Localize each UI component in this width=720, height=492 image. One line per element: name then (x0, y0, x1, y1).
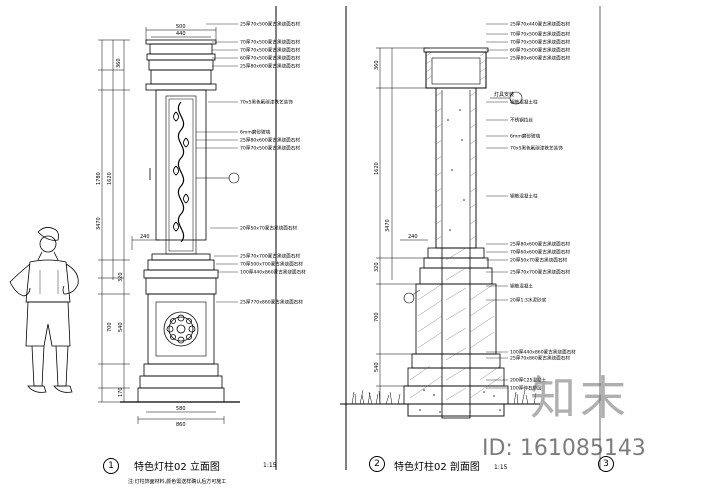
section-note: 25厚70x860蒙古黑烧面石材 (510, 355, 570, 362)
section-note: 25厚80x600蒙古黑烧面石材 (510, 55, 570, 62)
dim-label: 320 (374, 262, 380, 272)
human-scale-figure (9, 227, 79, 393)
elevation-note: 70厚500x700蒙古黑烧面石材 (240, 261, 303, 268)
section-note: 25厚80x600蒙古黑烧面石材 (510, 241, 570, 248)
elevation-title: 特色灯柱02 立面图 (134, 462, 220, 473)
dim-label: 540 (118, 322, 124, 332)
figure-number-1: 1 (103, 458, 119, 474)
dim-label: 500 (176, 24, 186, 30)
section-pillar (340, 47, 540, 419)
dim-label: 240 (408, 234, 418, 240)
dim-label: 440 (176, 31, 186, 37)
dim-label: 1780 (96, 172, 102, 185)
figure-number-3: 3 (598, 456, 614, 472)
dim-label: 700 (107, 322, 113, 332)
section-note: 100厚440x860蒙古黑烧面石材 (510, 349, 576, 356)
elevation-dimensions (98, 27, 225, 424)
elevation-note: 70厚70x500蒙古黑烧面石材 (240, 39, 300, 46)
section-dimensions (376, 47, 430, 405)
grass-marks (351, 389, 537, 405)
figure-number-2: 2 (369, 456, 385, 472)
elevation-note: 100厚440x860蒙古黑烧面石材 (240, 269, 306, 276)
section-fill-dots (419, 109, 501, 413)
section-note: 25厚70x700蒙古黑烧面石材 (510, 269, 570, 276)
dim-label: 240 (140, 234, 150, 240)
elevation-note: 70厚70x500蒙古黑烧面石材 (240, 47, 300, 54)
elevation-note: 6mm磨砂玻璃 (240, 129, 271, 136)
elevation-note: 25厚80x600蒙古黑烧面石材 (240, 63, 300, 70)
section-note: 钢筋混凝土 (510, 283, 533, 290)
section-note: 25厚70x440蒙古黑烧面石材 (510, 21, 570, 28)
elevation-note: 60厚70x500蒙古黑烧面石材 (240, 55, 300, 62)
dim-label: 860 (176, 422, 186, 428)
dim-label: 1620 (374, 162, 380, 175)
elevation-note: 70厚70x500蒙古黑烧面石材 (240, 145, 300, 152)
dim-label: 360 (374, 60, 380, 70)
elevation-note: 70x5黑色氟碳漆铁艺装饰 (240, 99, 293, 106)
dim-label: 3470 (96, 217, 102, 230)
dim-label: 3470 (385, 219, 391, 232)
section-note: 钢筋混凝土柱 (510, 99, 538, 106)
elevation-scale: 1:15 (263, 462, 277, 469)
dim-label: 540 (374, 362, 380, 372)
section-note: 6mm磨砂玻璃 (510, 133, 541, 140)
section-title: 特色灯柱02 剖面图 (394, 462, 480, 473)
section-note: 60厚70x500蒙古黑烧面石材 (510, 47, 570, 54)
section-note: 20厚1:3水泥砂浆 (510, 297, 547, 304)
dim-label: 320 (118, 272, 124, 282)
dim-label: 360 (116, 58, 122, 68)
elevation-note: 25厚70x500蒙古黑烧面石材 (240, 21, 300, 28)
elevation-note: 25厚80x600蒙古黑烧面石材 (240, 137, 300, 144)
section-note: 70厚60x600蒙古黑烧面石材 (510, 249, 570, 256)
elevation-note: 25厚770x860蒙古黑烧面石材 (240, 299, 303, 306)
watermark-logo: 知末 (530, 371, 630, 425)
watermark-id: ID: 161085143 (482, 436, 646, 461)
dim-label: 1620 (107, 172, 113, 185)
elevation-note: 25厚70x700蒙古黑烧面石材 (240, 253, 300, 260)
section-scale: 1:15 (494, 464, 508, 471)
dim-label: 170 (118, 387, 124, 397)
elevation-note: 20厚50x70蒙古黑烧面石材 (240, 225, 297, 232)
section-note: 70厚70x500蒙古黑烧面石材 (510, 31, 570, 38)
elevation-pillar (120, 39, 240, 403)
section-note: 100厚碎石垫层 (510, 385, 542, 392)
section-hatching (409, 51, 503, 401)
section-note: 70x5黑色氟碳漆铁艺装饰 (510, 145, 563, 152)
section-note: 200厚C25混凝土 (510, 377, 547, 384)
section-note: 20厚50x70蒙古黑烧面石材 (510, 257, 567, 264)
drawing-note: 注:灯柱饰面材料,颜色需送样确认后方可施工 (128, 479, 227, 485)
section-note: 70厚70x500蒙古黑烧面石材 (510, 39, 570, 46)
dim-label: 700 (374, 312, 380, 322)
section-note: 钢筋混凝土柱 (510, 193, 538, 200)
dim-label: 灯具安装 (494, 91, 514, 98)
dim-label: 580 (176, 406, 186, 412)
section-note: 不锈钢拉丝 (510, 117, 533, 124)
